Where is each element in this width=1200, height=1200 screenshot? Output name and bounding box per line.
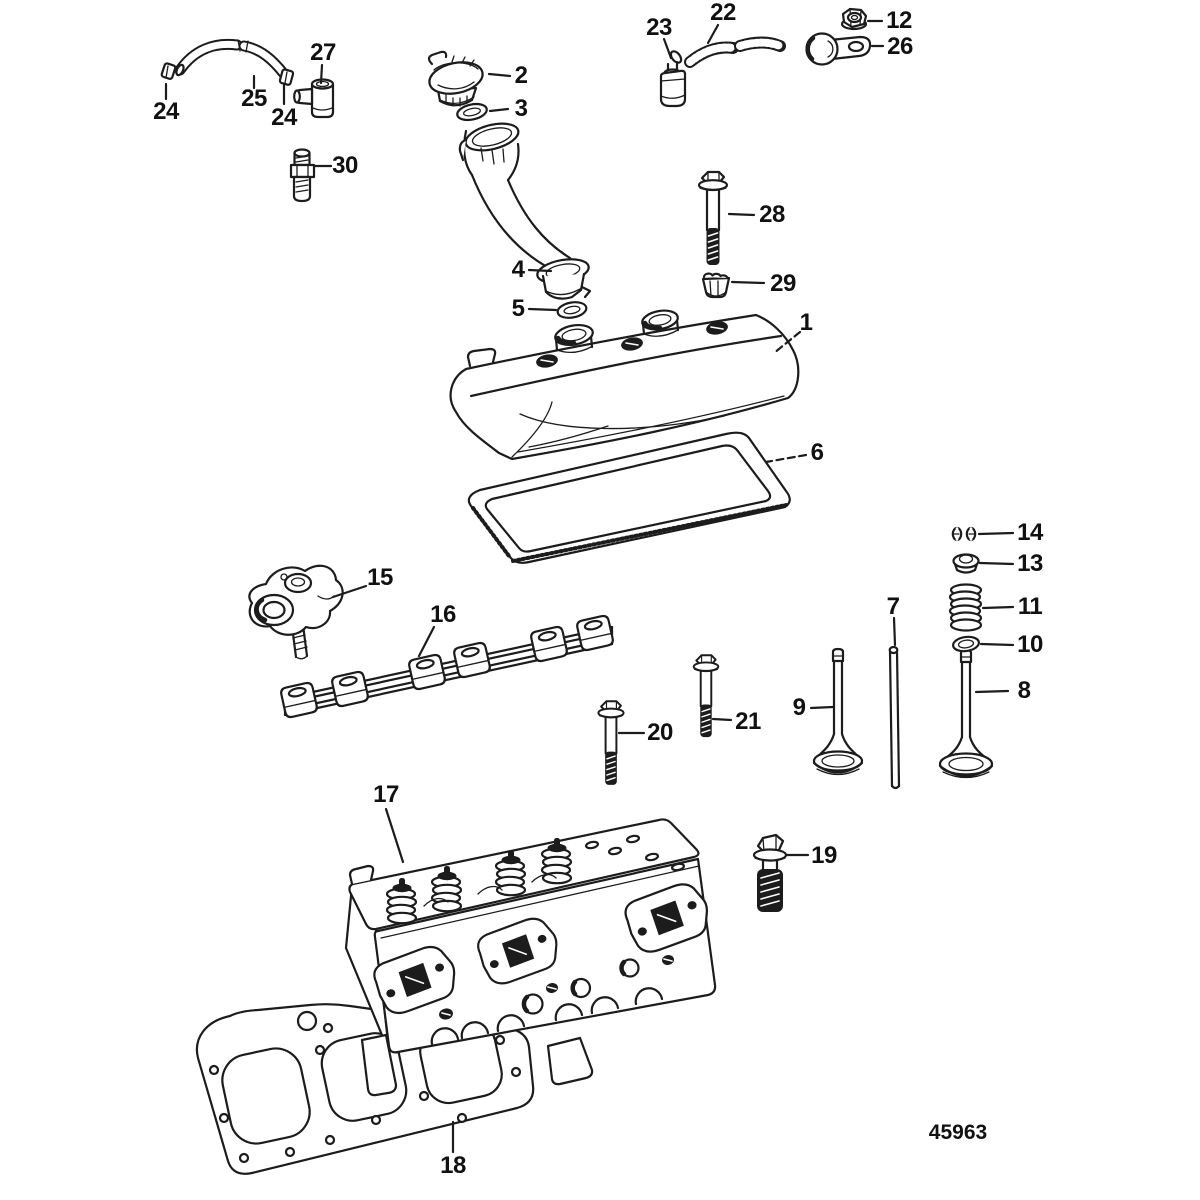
- spring-retainer-drawing: [952, 553, 980, 574]
- callout-10[interactable]: 10: [1017, 631, 1043, 658]
- callout-29[interactable]: 29: [770, 270, 796, 297]
- grommet-drawing: [701, 272, 731, 299]
- leader-lines: [164, 19, 1015, 1154]
- cap-seal-drawing: [456, 102, 488, 122]
- pushrod-drawing: [888, 645, 901, 790]
- hose-clamp-left-drawing: [160, 62, 177, 80]
- callout-16[interactable]: 16: [430, 601, 456, 628]
- leader-line-11: [981, 605, 1015, 610]
- callout-28[interactable]: 28: [759, 201, 785, 228]
- rocker-arm-drawing: [248, 564, 344, 660]
- callout-14[interactable]: 14: [1017, 519, 1043, 546]
- valve-spring-drawing: [948, 583, 983, 632]
- callout-26[interactable]: 26: [887, 33, 913, 60]
- leader-line-22: [706, 23, 720, 45]
- vent-hose-drawing: [684, 36, 786, 68]
- hose-clamp-right-drawing: [278, 68, 295, 86]
- leader-line-8: [974, 689, 1010, 694]
- valve-cover-gasket-drawing: [467, 431, 791, 564]
- drawing-number: 45963: [928, 1121, 988, 1144]
- leader-line-10: [979, 642, 1015, 647]
- head-bolt-short-drawing: [752, 833, 788, 912]
- intake-valve-drawing: [938, 648, 994, 779]
- leader-line-23: [662, 37, 673, 60]
- leader-line-1: [772, 330, 802, 355]
- head-bolt-long-drawing: [597, 700, 625, 786]
- leader-line-15: [331, 584, 368, 599]
- leader-line-3: [488, 107, 510, 113]
- callout-7[interactable]: 7: [886, 593, 900, 620]
- valve-seal-drawing: [951, 635, 981, 653]
- cylinder-head-drawing: [344, 818, 717, 1097]
- callout-13[interactable]: 13: [1017, 550, 1043, 577]
- leader-line-7: [892, 616, 897, 647]
- callout-30[interactable]: 30: [332, 152, 358, 179]
- oil-fill-cap-drawing: [427, 50, 484, 107]
- callout-18[interactable]: 18: [440, 1152, 466, 1179]
- leader-line-9: [809, 705, 835, 710]
- leader-line-14: [977, 531, 1015, 536]
- callout-9[interactable]: 9: [792, 694, 806, 721]
- leader-line-13: [978, 561, 1015, 566]
- callout-24[interactable]: 24: [153, 98, 179, 125]
- breather-hose-drawing: [174, 38, 290, 80]
- nut-drawing: [840, 7, 868, 31]
- callout-24[interactable]: 24: [271, 104, 297, 131]
- check-valve-drawing: [289, 148, 316, 203]
- callout-22[interactable]: 22: [710, 0, 736, 26]
- oil-fill-tube-drawing: [458, 122, 592, 300]
- callout-27[interactable]: 27: [310, 39, 336, 66]
- leader-line-6: [764, 453, 808, 464]
- callout-4[interactable]: 4: [511, 256, 525, 283]
- vent-fitting-drawing: [659, 50, 687, 108]
- callout-19[interactable]: 19: [811, 842, 837, 869]
- rocker-rail-drawing: [279, 613, 615, 720]
- callout-20[interactable]: 20: [647, 719, 673, 746]
- cover-bolt-drawing: [697, 170, 729, 267]
- tube-seal-drawing: [556, 301, 588, 319]
- leader-line-2: [487, 72, 512, 78]
- leader-line-4: [527, 268, 553, 273]
- callout-25[interactable]: 25: [241, 85, 267, 112]
- callout-3[interactable]: 3: [514, 95, 528, 122]
- valve-cover-drawing: [449, 309, 800, 461]
- leader-line-5: [527, 307, 558, 312]
- leader-line-27: [319, 63, 324, 85]
- callout-11[interactable]: 11: [1017, 593, 1043, 620]
- callout-21[interactable]: 21: [735, 708, 761, 735]
- leader-line-16: [417, 625, 436, 658]
- leader-line-29: [730, 280, 766, 285]
- valve-keepers-drawing: [951, 526, 977, 542]
- callout-1[interactable]: 1: [799, 309, 813, 336]
- callout-23[interactable]: 23: [646, 14, 672, 41]
- head-gasket-fragment-drawing: [546, 1036, 594, 1086]
- elbow-fitting-drawing: [293, 78, 335, 119]
- callout-15[interactable]: 15: [367, 564, 393, 591]
- leader-line-21: [711, 717, 733, 722]
- leader-line-17: [384, 807, 405, 864]
- callout-2[interactable]: 2: [514, 62, 528, 89]
- callout-17[interactable]: 17: [373, 781, 399, 808]
- callout-5[interactable]: 5: [511, 295, 525, 322]
- callout-12[interactable]: 12: [886, 7, 912, 34]
- leader-line-28: [727, 212, 756, 217]
- cable-clamp-drawing: [805, 32, 872, 66]
- head-bolt-medium-drawing: [692, 654, 720, 739]
- exhaust-valve-drawing: [812, 647, 864, 776]
- callout-6[interactable]: 6: [810, 439, 824, 466]
- callout-8[interactable]: 8: [1017, 677, 1031, 704]
